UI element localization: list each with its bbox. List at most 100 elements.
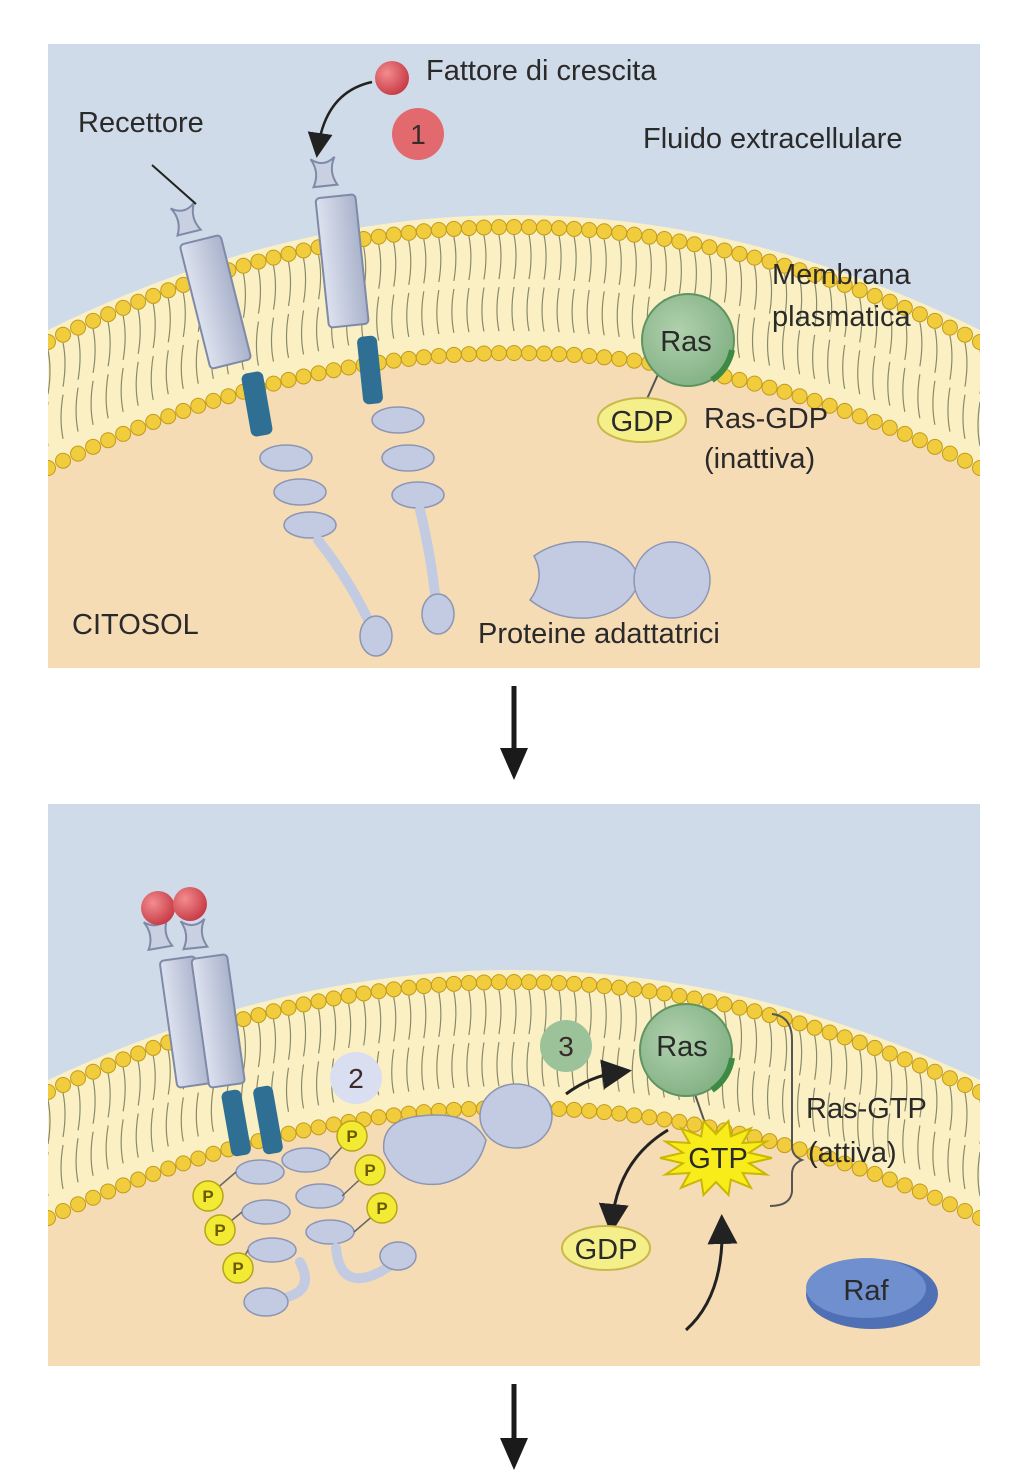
svg-text:GDP: GDP	[611, 406, 674, 438]
step-badge-3: 3	[540, 1020, 592, 1072]
lipid-head	[115, 425, 132, 442]
lipid-head	[641, 228, 658, 245]
lipid-head	[536, 219, 553, 236]
phosphate	[354, 1154, 386, 1186]
svg-text:Raf: Raf	[843, 1275, 889, 1307]
lipid-head	[280, 999, 297, 1016]
lipid-head	[85, 312, 102, 329]
lipid-head	[851, 1160, 868, 1177]
lipid-head	[340, 359, 357, 376]
lipid-head	[160, 408, 177, 425]
lipid-head	[55, 326, 72, 343]
lipid-head	[145, 1039, 162, 1056]
ras-gdp-complex: Ras GDP	[597, 293, 735, 443]
lipid-head	[956, 1203, 973, 1220]
lipid-head	[836, 1155, 853, 1172]
plasma-membrane	[48, 215, 980, 470]
lipid-head	[310, 365, 327, 382]
lipid-head	[731, 999, 748, 1016]
receptor-label: Recettore	[78, 107, 204, 139]
lipid-head	[926, 1189, 943, 1206]
lipid-head	[776, 1137, 793, 1154]
phosphate-label: P	[346, 1127, 357, 1146]
ras-gdp-label: Ras-GDP	[704, 403, 828, 435]
ras-gtp-bracket	[769, 1013, 805, 1207]
lipid-head	[776, 257, 793, 274]
phosphate-label: P	[364, 1161, 375, 1180]
lipid-head	[160, 1160, 177, 1177]
lipid-head	[851, 408, 868, 425]
svg-text:2: 2	[348, 1063, 364, 1094]
lipid-head	[55, 1077, 72, 1094]
curved-arrow-icon	[307, 80, 373, 158]
lipid-head	[806, 392, 823, 409]
svg-text:GTP: GTP	[688, 1143, 748, 1175]
lipid-head	[656, 985, 673, 1002]
lipid-head	[145, 413, 162, 430]
lipid-head	[821, 1024, 838, 1041]
lipid-head	[972, 460, 980, 476]
adapter-proteins-label: Proteine adattatrici	[478, 618, 720, 650]
lipid-head	[460, 346, 477, 363]
lipid-head	[566, 1101, 583, 1118]
lipid-head	[881, 1045, 898, 1062]
lipid-head	[220, 388, 237, 405]
lipid-head	[115, 299, 132, 316]
lipid-head	[55, 1203, 72, 1220]
lipid-head	[190, 397, 207, 414]
lipid-head	[941, 1196, 958, 1213]
growth-factor	[141, 891, 175, 925]
lipid-head	[806, 266, 823, 283]
lipid-head	[671, 233, 688, 250]
lipid-head	[806, 1019, 823, 1036]
lipid-head	[295, 242, 312, 259]
lipid-head	[972, 1084, 980, 1100]
lipid-head	[460, 1101, 477, 1118]
lipid-head	[130, 1171, 147, 1188]
lipid-head	[836, 1029, 853, 1046]
ras-gtp-label: Ras-GTP	[806, 1093, 927, 1125]
lipid-head	[70, 319, 87, 336]
extracellular-label: Fluido extracellulare	[643, 123, 903, 155]
lipid-head	[896, 1177, 913, 1194]
lipid-head	[370, 1109, 387, 1126]
phosphate-label: P	[202, 1187, 213, 1206]
lipid-head	[490, 345, 507, 362]
lipid-head	[866, 287, 883, 304]
lipid-head	[731, 245, 748, 262]
lipid-head	[881, 293, 898, 310]
lipid-head	[145, 1165, 162, 1182]
lipid-head	[160, 282, 177, 299]
lipid-head	[926, 438, 943, 455]
lipid-head	[746, 1003, 763, 1020]
lipid-head	[100, 432, 117, 449]
lipid-head	[851, 282, 868, 299]
down-arrow-icon	[500, 1384, 528, 1470]
lipid-head	[941, 319, 958, 336]
lipid-head	[310, 1119, 327, 1136]
lipid-head	[475, 345, 492, 362]
lipid-head	[100, 1057, 117, 1074]
lipid-head	[551, 346, 568, 363]
lipid-head	[761, 379, 778, 396]
lipid-head	[581, 347, 598, 364]
phosphate	[366, 1192, 398, 1224]
lipid-head	[85, 1189, 102, 1206]
growth-factor	[173, 887, 207, 921]
lipid-head	[295, 1122, 312, 1139]
lipid-head	[430, 347, 447, 364]
lipid-head	[671, 987, 688, 1004]
lipid-head	[581, 221, 598, 238]
lipid-head	[205, 1145, 222, 1162]
lipid-head	[566, 346, 583, 363]
lipid-head	[521, 345, 538, 362]
receptor-right	[309, 156, 455, 635]
lipid-head	[415, 349, 432, 366]
lipid-head	[70, 1196, 87, 1213]
lipid-head	[881, 419, 898, 436]
phosphate-label: P	[232, 1259, 243, 1278]
lipid-head	[490, 219, 507, 236]
lipid-head	[100, 1183, 117, 1200]
lipid-head	[70, 1070, 87, 1087]
